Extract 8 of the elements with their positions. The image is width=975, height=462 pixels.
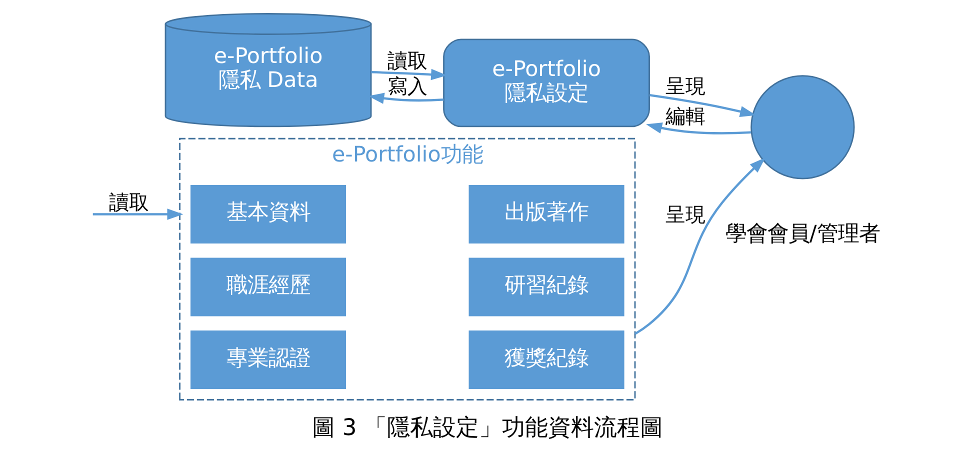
caption: 圖 3 「隱私設定」功能資料流程圖 — [312, 415, 664, 442]
edge-label: 寫入 — [387, 74, 428, 98]
edge-label: 呈現 — [666, 202, 706, 227]
node-label: 學會會員/管理者 — [726, 222, 880, 247]
edge-label: 讀取 — [109, 190, 150, 214]
edge-label: 讀取 — [387, 48, 428, 73]
edge-label: 編輯 — [666, 104, 706, 128]
edge-label: 呈現 — [666, 74, 706, 98]
